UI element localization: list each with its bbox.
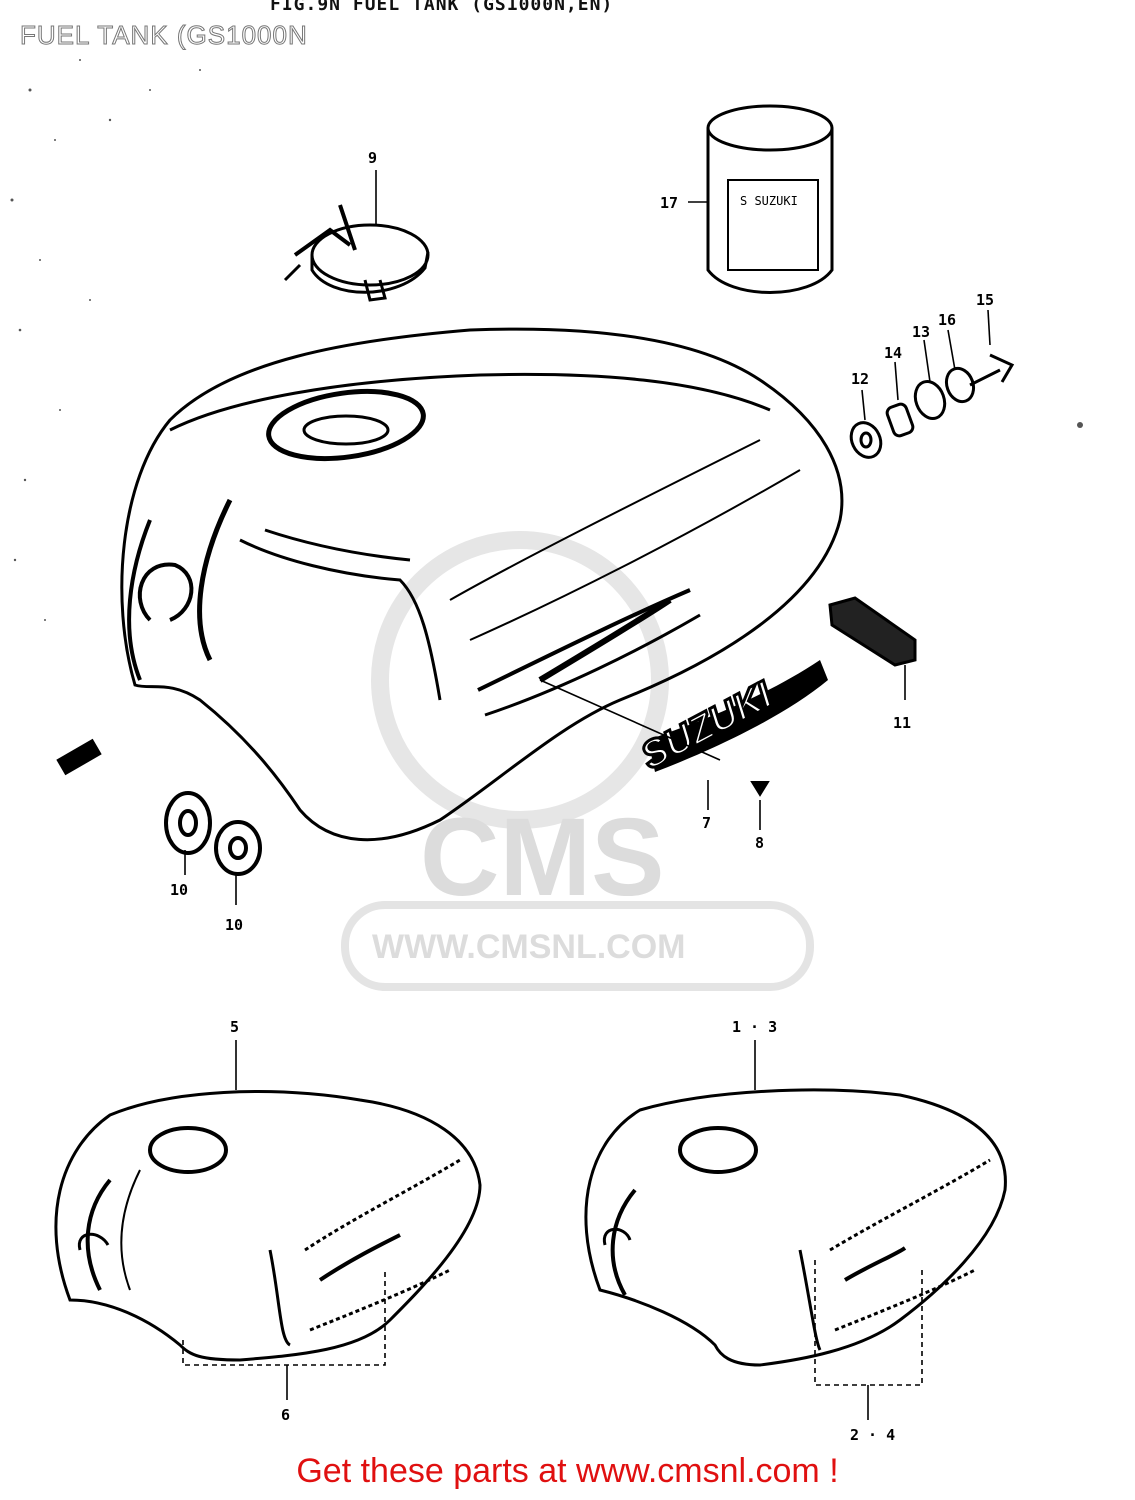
callout-12: 12: [851, 370, 869, 388]
scan-speckle: [10, 59, 1083, 621]
small-emblem-left: [56, 738, 102, 776]
main-fuel-tank: [120, 327, 844, 842]
callout-13: 13: [912, 323, 930, 341]
figure-title: FIG.9N FUEL TANK (GS1000N,EN): [270, 0, 614, 15]
callout-8: 8: [755, 834, 764, 852]
callout-10a: 10: [170, 881, 188, 899]
callout-15: 15: [976, 291, 994, 309]
tank-variant-right: [584, 1088, 1007, 1367]
callout-1-3: 1 · 3: [732, 1018, 777, 1036]
watermark-url: WWW.CMSNL.COM: [372, 928, 686, 966]
cushion-pair: [164, 791, 262, 876]
callout-14: 14: [884, 344, 902, 362]
callout-10b: 10: [225, 916, 243, 934]
page-title: FUEL TANK (GS1000N: [20, 20, 308, 51]
fuel-cap-assy: [283, 204, 430, 302]
variant-leaders: [182, 1040, 923, 1420]
callout-6: 6: [281, 1406, 290, 1424]
paint-can: S SUZUKI: [706, 104, 834, 294]
watermark-logo: CMS: [420, 796, 664, 919]
cms-watermark: CMS WWW.CMSNL.COM: [341, 531, 814, 991]
watermark-emblem: [371, 531, 669, 829]
callout-5: 5: [230, 1018, 239, 1036]
callout-2-4: 2 · 4: [850, 1426, 895, 1444]
tank-variant-left: [54, 1090, 482, 1362]
callout-labels: 9 17 15 16 13 14 12 11 7 8 10 10 5 1 · 3…: [170, 149, 994, 1444]
can-label: S SUZUKI: [740, 194, 798, 208]
callout-7: 7: [702, 814, 711, 832]
leader-lines: [184, 170, 991, 905]
screw: [750, 781, 770, 797]
callout-9: 9: [368, 149, 377, 167]
callout-17: 17: [660, 194, 678, 212]
footer-link[interactable]: Get these parts at www.cmsnl.com !: [296, 1452, 839, 1490]
callout-11: 11: [893, 714, 911, 732]
callout-16: 16: [938, 311, 956, 329]
bolt-set: [849, 353, 1015, 459]
rubber-block: [828, 596, 917, 667]
watermark-url-pill: [341, 901, 814, 991]
